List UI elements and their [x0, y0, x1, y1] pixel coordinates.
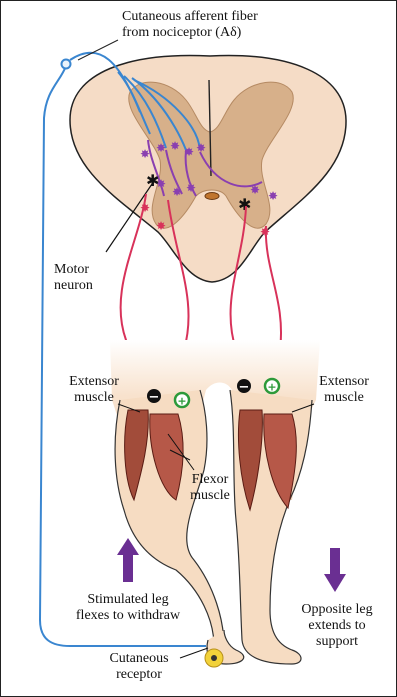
- receptor-icon: [205, 649, 223, 667]
- opposite-line2: extends to: [282, 618, 392, 634]
- svg-text:✸: ✸: [172, 185, 182, 199]
- stimulated-line2: flexes to withdraw: [58, 608, 198, 624]
- svg-text:✸: ✸: [260, 225, 270, 239]
- receptor-line2: receptor: [94, 667, 184, 683]
- opposite-line3: support: [282, 634, 392, 650]
- svg-text:✸: ✸: [196, 141, 206, 155]
- receptor-label: Cutaneous receptor: [94, 651, 184, 683]
- opposite-leg-label: Opposite leg extends to support: [282, 602, 392, 650]
- svg-text:+: +: [267, 381, 276, 394]
- right-extensor-line2: muscle: [308, 390, 380, 406]
- right-extensor-line1: Extensor: [308, 374, 380, 390]
- svg-text:✸: ✸: [156, 141, 166, 155]
- svg-text:−: −: [239, 380, 250, 395]
- flexor-line2: muscle: [180, 488, 240, 504]
- svg-text:✸: ✸: [184, 145, 194, 159]
- svg-text:✸: ✸: [140, 147, 150, 161]
- left-extensor-line1: Extensor: [58, 374, 130, 390]
- svg-text:−: −: [149, 390, 160, 405]
- arrow-down-icon: [324, 548, 346, 592]
- svg-text:✱: ✱: [238, 195, 251, 214]
- svg-text:✸: ✸: [156, 219, 166, 233]
- left-extensor-label: Extensor muscle: [58, 374, 130, 406]
- spinal-cord: [70, 56, 346, 282]
- receptor-line1: Cutaneous: [94, 651, 184, 667]
- svg-text:✸: ✸: [140, 201, 150, 215]
- stimulated-line1: Stimulated leg: [58, 592, 198, 608]
- svg-text:✱: ✱: [146, 171, 159, 190]
- afferent-label-line1: Cutaneous afferent fiber: [122, 9, 258, 25]
- motor-label-line1: Motor: [54, 262, 93, 278]
- afferent-label-line2: from nociceptor (Aδ): [122, 25, 258, 41]
- svg-text:✸: ✸: [250, 183, 260, 197]
- right-extensor-label: Extensor muscle: [308, 374, 380, 406]
- afferent-fiber-label: Cutaneous afferent fiber from nociceptor…: [122, 9, 258, 41]
- opposite-line1: Opposite leg: [282, 602, 392, 618]
- arrow-up-icon: [117, 538, 139, 582]
- left-extensor-line2: muscle: [58, 390, 130, 406]
- svg-text:+: +: [177, 395, 186, 408]
- flexor-label: Flexor muscle: [180, 472, 240, 504]
- central-canal: [205, 193, 219, 200]
- motor-label-line2: neuron: [54, 278, 93, 294]
- svg-text:✸: ✸: [268, 189, 278, 203]
- flexor-line1: Flexor: [180, 472, 240, 488]
- svg-text:✸: ✸: [186, 181, 196, 195]
- svg-text:✸: ✸: [170, 139, 180, 153]
- stimulated-leg-label: Stimulated leg flexes to withdraw: [58, 592, 198, 624]
- motor-neuron-label: Motor neuron: [54, 262, 93, 294]
- dorsal-root-ganglion-icon: [62, 60, 71, 69]
